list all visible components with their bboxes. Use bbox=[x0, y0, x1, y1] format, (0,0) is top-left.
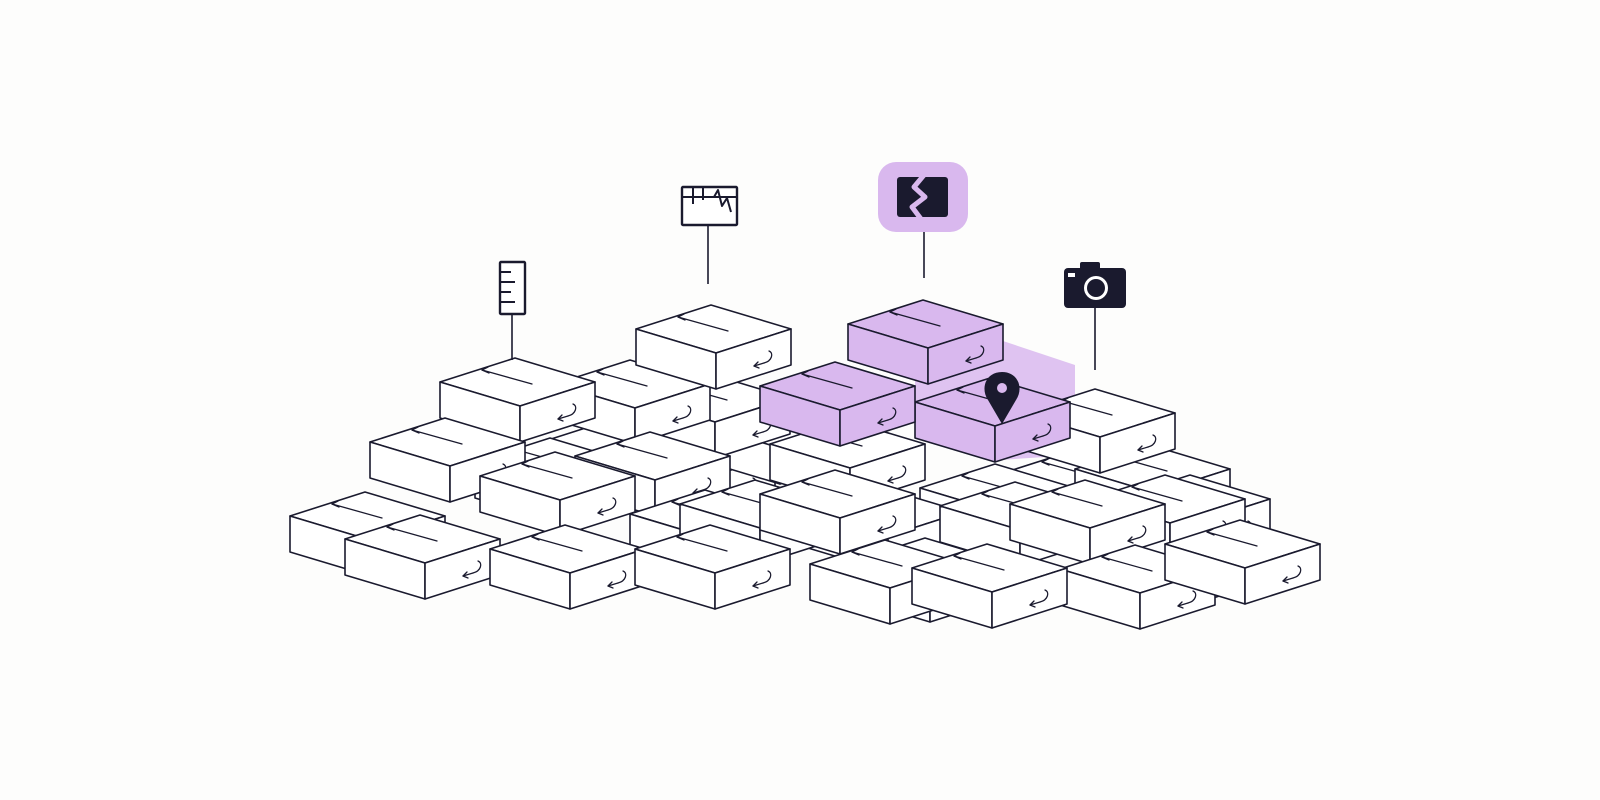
highlighted-box bbox=[914, 377, 1071, 463]
box bbox=[635, 304, 792, 390]
box bbox=[634, 524, 791, 610]
highlighted-box bbox=[759, 361, 916, 447]
broken-item-icon bbox=[878, 162, 968, 232]
location-pin-icon bbox=[984, 372, 1020, 424]
highlighted-box bbox=[847, 299, 1004, 385]
box bbox=[439, 357, 596, 443]
box bbox=[1164, 519, 1321, 605]
box bbox=[479, 451, 636, 537]
damaged-box-icon bbox=[680, 185, 739, 227]
box bbox=[1009, 479, 1166, 565]
box bbox=[489, 524, 646, 610]
boxes-layer bbox=[289, 299, 1321, 630]
camera-icon bbox=[1064, 262, 1126, 308]
box bbox=[911, 543, 1068, 629]
box bbox=[344, 514, 501, 600]
ruler-icon bbox=[498, 260, 527, 316]
box bbox=[759, 469, 916, 555]
